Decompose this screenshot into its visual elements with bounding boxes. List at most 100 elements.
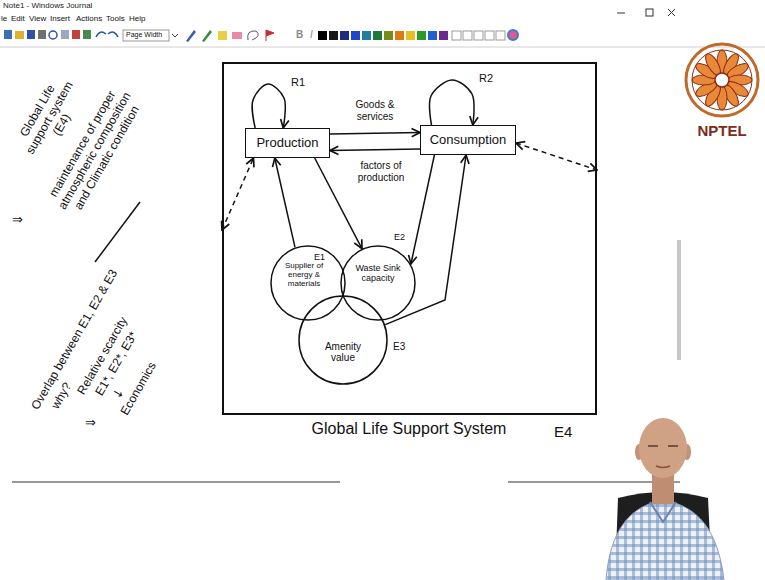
menu-item: Help: [129, 14, 145, 23]
shirt: [606, 500, 724, 580]
shirt-collar: [650, 502, 676, 522]
color-swatch: [384, 31, 393, 40]
edge-label: R2: [478, 72, 494, 85]
logo-ring: [686, 44, 758, 116]
toolbar-icon: [49, 31, 57, 39]
recycling-loop: [252, 84, 285, 128]
page-rule: [12, 481, 340, 482]
lasso-icon: [248, 31, 259, 40]
margin-note: Economics: [118, 360, 159, 418]
circle-tag: E1: [314, 252, 330, 262]
logo-text: NPTEL: [697, 122, 746, 139]
circle-tag: E2: [394, 232, 410, 242]
eraser-icon: [232, 32, 242, 39]
maximize-icon: [646, 9, 653, 16]
mouth: [656, 466, 670, 468]
color-swatch: [362, 31, 371, 40]
flow-arrow: [330, 133, 420, 135]
color-swatch: [351, 31, 360, 40]
process-name: Production: [256, 136, 318, 151]
zoom-dropdown: [123, 30, 169, 41]
implies-symbol: ⇒: [12, 213, 23, 228]
process-box: Production: [245, 128, 330, 158]
color-swatch: [439, 31, 448, 40]
color-swatch: [463, 31, 472, 40]
toolbar-icon: [83, 30, 91, 39]
neck: [652, 474, 674, 504]
minimize-icon: [617, 13, 625, 14]
toolbar-icon: [27, 30, 35, 39]
circle-outline: [271, 246, 345, 320]
system-boundary: Global Life Support SystemE4ProductionCo…: [222, 62, 597, 415]
logo-ring: [692, 50, 752, 110]
interaction-arrow: [222, 158, 254, 230]
italic-button: I: [310, 29, 313, 41]
process-name: Consumption: [430, 133, 507, 148]
boundary-title: Global Life Support System: [264, 420, 554, 438]
circle-text: Supplier of energy & materials: [278, 262, 330, 289]
implies-symbol: ⇒: [85, 416, 96, 431]
edge-label: Goods & services: [343, 99, 407, 122]
highlighter-icon: [218, 31, 227, 40]
color-swatch: [329, 31, 338, 40]
color-swatch: [373, 31, 382, 40]
menu-item: View: [29, 14, 46, 23]
presenter: [606, 418, 724, 580]
interaction-arrow: [516, 143, 597, 170]
toolbar-icon: [4, 30, 12, 39]
recycling-loop: [429, 80, 474, 125]
circle-outline: [341, 246, 415, 320]
edge-label: factors of production: [340, 160, 422, 183]
eyes: [648, 445, 678, 447]
zoom-value: Page Width: [126, 31, 162, 39]
toolbar-icon: [15, 31, 24, 39]
bold-button: B: [296, 29, 303, 41]
color-swatch: [452, 31, 461, 40]
redo-icon: [108, 32, 118, 37]
toolbar-icon: [72, 30, 80, 39]
undo-icon: [96, 32, 106, 37]
nptel-logo: [686, 44, 758, 116]
toolbar-border: [0, 47, 765, 48]
pen-icon: [186, 30, 196, 42]
separator-stroke: [95, 202, 140, 262]
color-swatch: [417, 31, 426, 40]
resource-arrow: [275, 158, 295, 247]
boundary-tag: E4: [554, 424, 594, 441]
dropdown-arrow: [172, 34, 178, 37]
color-picker-icon: [508, 30, 518, 40]
color-swatch: [496, 31, 505, 40]
circle-outline-layer: [298, 295, 388, 385]
color-swatch: [318, 31, 327, 40]
color-swatch: [340, 31, 349, 40]
color-swatch: [406, 31, 415, 40]
menu-item: Insert: [50, 14, 70, 23]
flag-icon: [266, 30, 274, 41]
toolbar-icon: [38, 30, 46, 39]
menu-item: Actions: [76, 14, 102, 23]
menu-item: le: [1, 14, 7, 23]
flow-arrow: [330, 149, 420, 151]
toolbar-icon: [61, 30, 69, 39]
edge-label: R1: [290, 76, 306, 89]
process-box: Consumption: [420, 125, 516, 155]
close-icon: [668, 9, 675, 16]
resource-circle: Amenity valueE3: [298, 295, 388, 385]
resource-circle: E2Waste Sink capacity: [340, 245, 416, 321]
scrollbar: [677, 240, 681, 360]
window-title: Note1 - Windows Journal: [3, 1, 92, 10]
circle-outline: [299, 296, 387, 384]
circle-tag: E3: [393, 341, 411, 352]
color-swatch: [395, 31, 404, 40]
logo-hub: [715, 73, 729, 87]
color-swatch: [474, 31, 483, 40]
color-swatch: [428, 31, 437, 40]
window-chrome: [0, 0, 765, 47]
circle-text: Waste Sink capacity: [354, 263, 402, 283]
pen-icon: [202, 30, 212, 42]
menu-item: Edit: [11, 14, 25, 23]
menu-item: Tools: [106, 14, 125, 23]
